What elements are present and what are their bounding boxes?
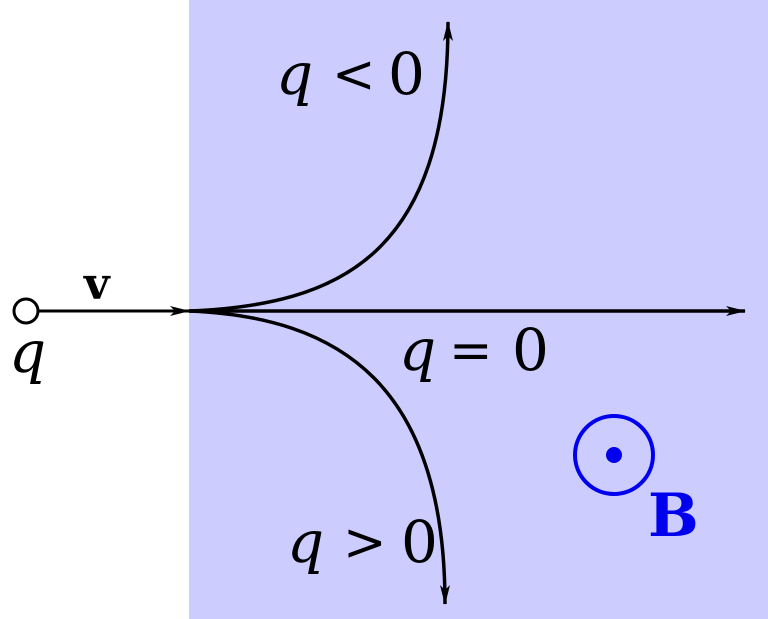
magnetic-field-label: B [648, 481, 699, 551]
label-neutral-rel: = [449, 321, 493, 381]
label-negative-var: q [276, 40, 313, 108]
particle-charge-label: q [9, 318, 46, 386]
dot-in-circle-icon [573, 414, 655, 496]
trajectory-positive-charge [188, 309, 450, 605]
label-positive-val: 0 [401, 508, 438, 576]
label-neutral-charge: q = 0 [399, 316, 549, 384]
label-neutral-var: q [399, 316, 436, 384]
label-positive-var: q [287, 508, 324, 576]
velocity-label: v [83, 259, 111, 310]
label-negative-rel: < [332, 45, 376, 105]
label-neutral-val: 0 [512, 316, 549, 384]
label-positive-charge: q > 0 [287, 508, 438, 576]
label-positive-rel: > [343, 513, 387, 573]
label-negative-charge: q < 0 [276, 40, 425, 108]
label-negative-val: 0 [388, 40, 425, 108]
trajectory-negative-charge [188, 21, 453, 313]
